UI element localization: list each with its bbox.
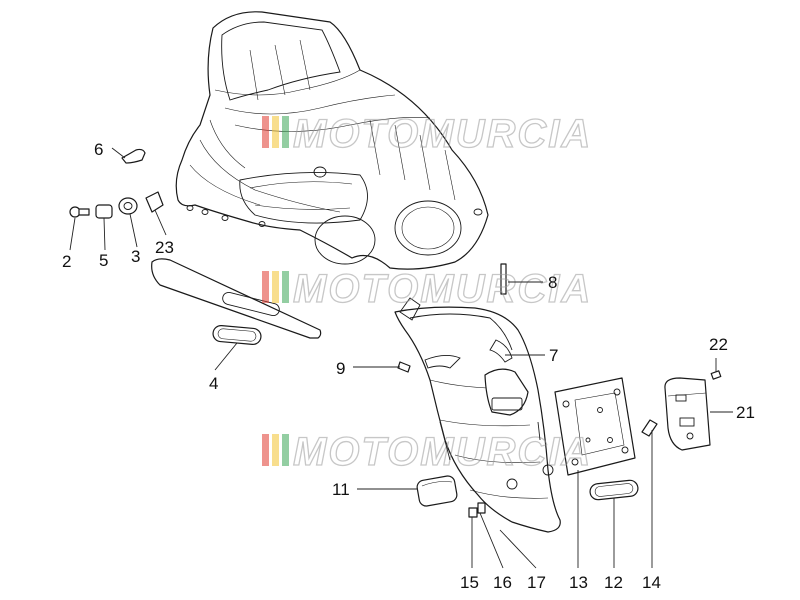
callout-2: 2 bbox=[62, 252, 71, 271]
leader-mudguard-left bbox=[439, 421, 451, 461]
part-12-reflector bbox=[589, 479, 639, 501]
callout-5: 5 bbox=[99, 251, 108, 270]
watermark-text: MOTOMURCIA bbox=[293, 430, 592, 474]
callout-17: 17 bbox=[527, 573, 546, 592]
part-13-plate-holder bbox=[554, 377, 636, 476]
callout-7: 7 bbox=[549, 346, 558, 365]
callout-6: 6 bbox=[94, 140, 103, 159]
leader-mudguard-right bbox=[537, 421, 541, 441]
leader-2 bbox=[69, 217, 76, 251]
part-4-reflector-plate bbox=[151, 258, 322, 345]
leader-4 bbox=[214, 342, 238, 371]
watermark: MOTOMURCIA bbox=[262, 429, 592, 475]
watermark-text: MOTOMURCIA bbox=[293, 112, 592, 156]
leader-5 bbox=[103, 217, 106, 251]
part-11-rear-lamp bbox=[416, 475, 458, 507]
callout-11: 11 bbox=[332, 480, 350, 499]
callout-3: 3 bbox=[131, 247, 140, 266]
callout-labels: 6 2 5 3 23 4 8 9 7 22 21 11 15 16 17 13 … bbox=[62, 140, 755, 592]
small-fasteners bbox=[397, 263, 507, 373]
callout-12: 12 bbox=[604, 573, 623, 592]
leader-16 bbox=[479, 512, 504, 569]
callout-8: 8 bbox=[548, 273, 557, 292]
watermark-text: MOTOMURCIA bbox=[293, 267, 592, 311]
callout-13: 13 bbox=[569, 573, 588, 592]
callout-22: 22 bbox=[709, 335, 728, 354]
left-hardware bbox=[69, 148, 164, 219]
rear-body-shell bbox=[175, 11, 489, 270]
rear-mudguard bbox=[394, 297, 561, 533]
leader-6 bbox=[111, 147, 126, 159]
leader-17 bbox=[499, 529, 537, 569]
callout-21: 21 bbox=[736, 403, 755, 422]
callout-4: 4 bbox=[209, 374, 218, 393]
part-14-screw bbox=[641, 419, 658, 437]
callout-14: 14 bbox=[642, 573, 661, 592]
callout-16: 16 bbox=[493, 573, 512, 592]
part-22-screw bbox=[710, 370, 722, 380]
parts-15-16-fasteners bbox=[468, 502, 486, 518]
watermark: MOTOMURCIA bbox=[262, 111, 592, 157]
part-21-plate-light bbox=[664, 377, 711, 451]
leader-23 bbox=[154, 209, 167, 236]
callout-23: 23 bbox=[155, 238, 174, 257]
leader-lines bbox=[69, 147, 733, 569]
watermark: MOTOMURCIA bbox=[262, 266, 592, 312]
callout-9: 9 bbox=[336, 359, 345, 378]
callout-15: 15 bbox=[460, 573, 479, 592]
leader-3 bbox=[129, 213, 138, 248]
